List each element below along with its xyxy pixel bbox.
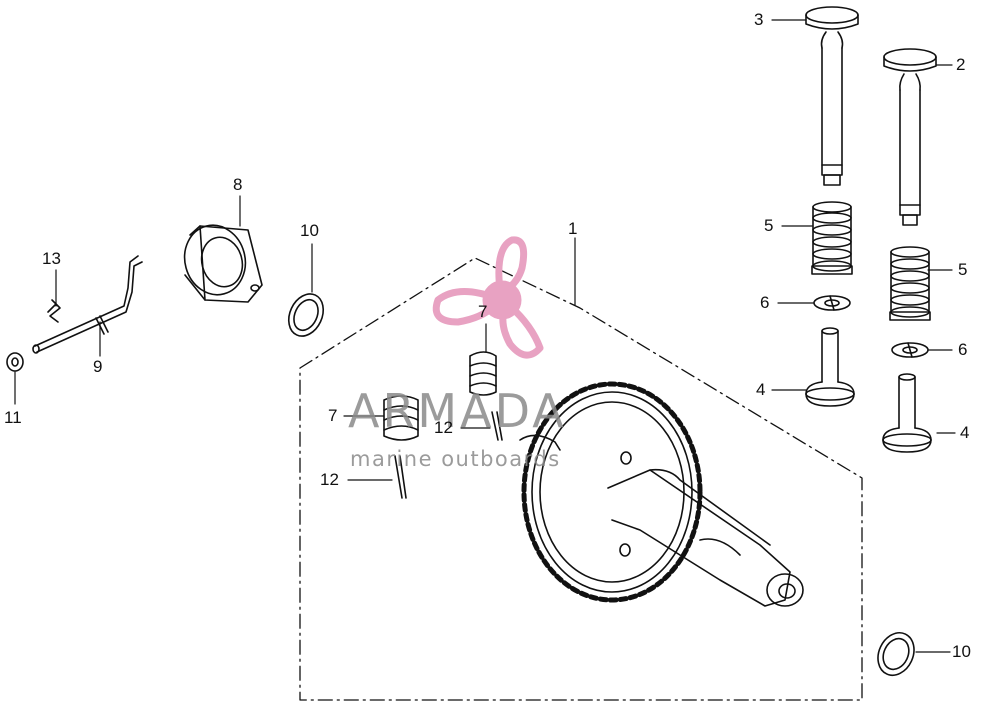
spring-retainer-left — [813, 295, 851, 311]
valve-exhaust — [883, 48, 937, 226]
callout-4-left: 4 — [756, 380, 766, 399]
governor-shaft — [32, 255, 143, 354]
callout-12-upper: 12 — [434, 418, 453, 437]
callout-6-left: 6 — [760, 293, 770, 312]
assembly-boundary — [299, 257, 863, 701]
watermark-brand: ARMADA — [348, 384, 567, 438]
pin-lower — [394, 455, 407, 499]
callout-1: 1 — [568, 219, 578, 238]
callout-12-lower: 12 — [320, 470, 339, 489]
spring-retainer-right — [891, 342, 929, 358]
valve-spring-right — [889, 246, 931, 321]
cam-weight-lower — [383, 395, 419, 441]
watermark-tagline: marine outboards — [350, 447, 561, 471]
valve-spring-left — [811, 201, 853, 275]
callout-11: 11 — [4, 408, 22, 427]
callout-4-right: 4 — [960, 423, 970, 442]
propeller-icon — [432, 236, 544, 359]
valve-intake — [805, 6, 859, 186]
callout-5-right: 5 — [958, 260, 968, 279]
callout-9: 9 — [93, 357, 103, 376]
leader-lines — [14, 19, 956, 653]
callout-6-right: 6 — [958, 340, 968, 359]
callout-10-upper: 10 — [300, 221, 319, 240]
callout-2: 2 — [956, 55, 966, 74]
bearing-housing — [183, 224, 263, 303]
camshaft-gear — [521, 381, 703, 603]
cam-weight-upper — [469, 351, 497, 396]
callout-3: 3 — [754, 10, 764, 29]
retaining-clip — [47, 299, 61, 323]
callout-13: 13 — [42, 249, 61, 268]
washer-lower — [877, 632, 915, 676]
camshaft — [519, 434, 804, 607]
tappet-right — [882, 373, 932, 453]
washer-upper — [287, 293, 325, 337]
callout-10-lower: 10 — [952, 642, 971, 661]
small-washer — [6, 352, 24, 372]
tappet-left — [805, 327, 855, 407]
callout-5-left: 5 — [764, 216, 774, 235]
callout-7-upper: 7 — [478, 302, 488, 321]
callout-7-lower: 7 — [328, 406, 338, 425]
callout-8: 8 — [233, 175, 243, 194]
pin-upper — [491, 411, 503, 441]
